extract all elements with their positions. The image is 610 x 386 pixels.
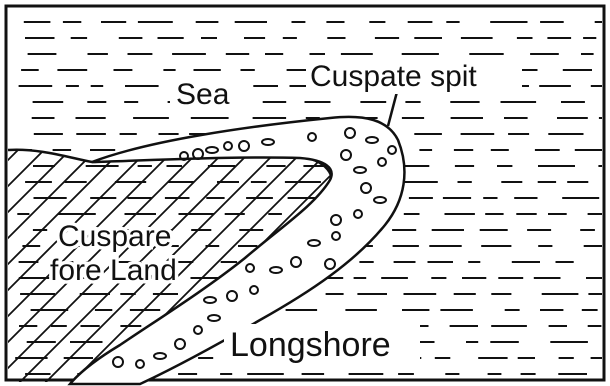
- longshore-label: Longshore: [230, 326, 391, 364]
- sea-label: Sea: [176, 78, 230, 111]
- foreland-label-line1: Cuspare: [58, 220, 171, 253]
- cuspate-spit-label: Cuspate spit: [310, 60, 477, 93]
- foreland-label-line2: fore Land: [50, 254, 177, 287]
